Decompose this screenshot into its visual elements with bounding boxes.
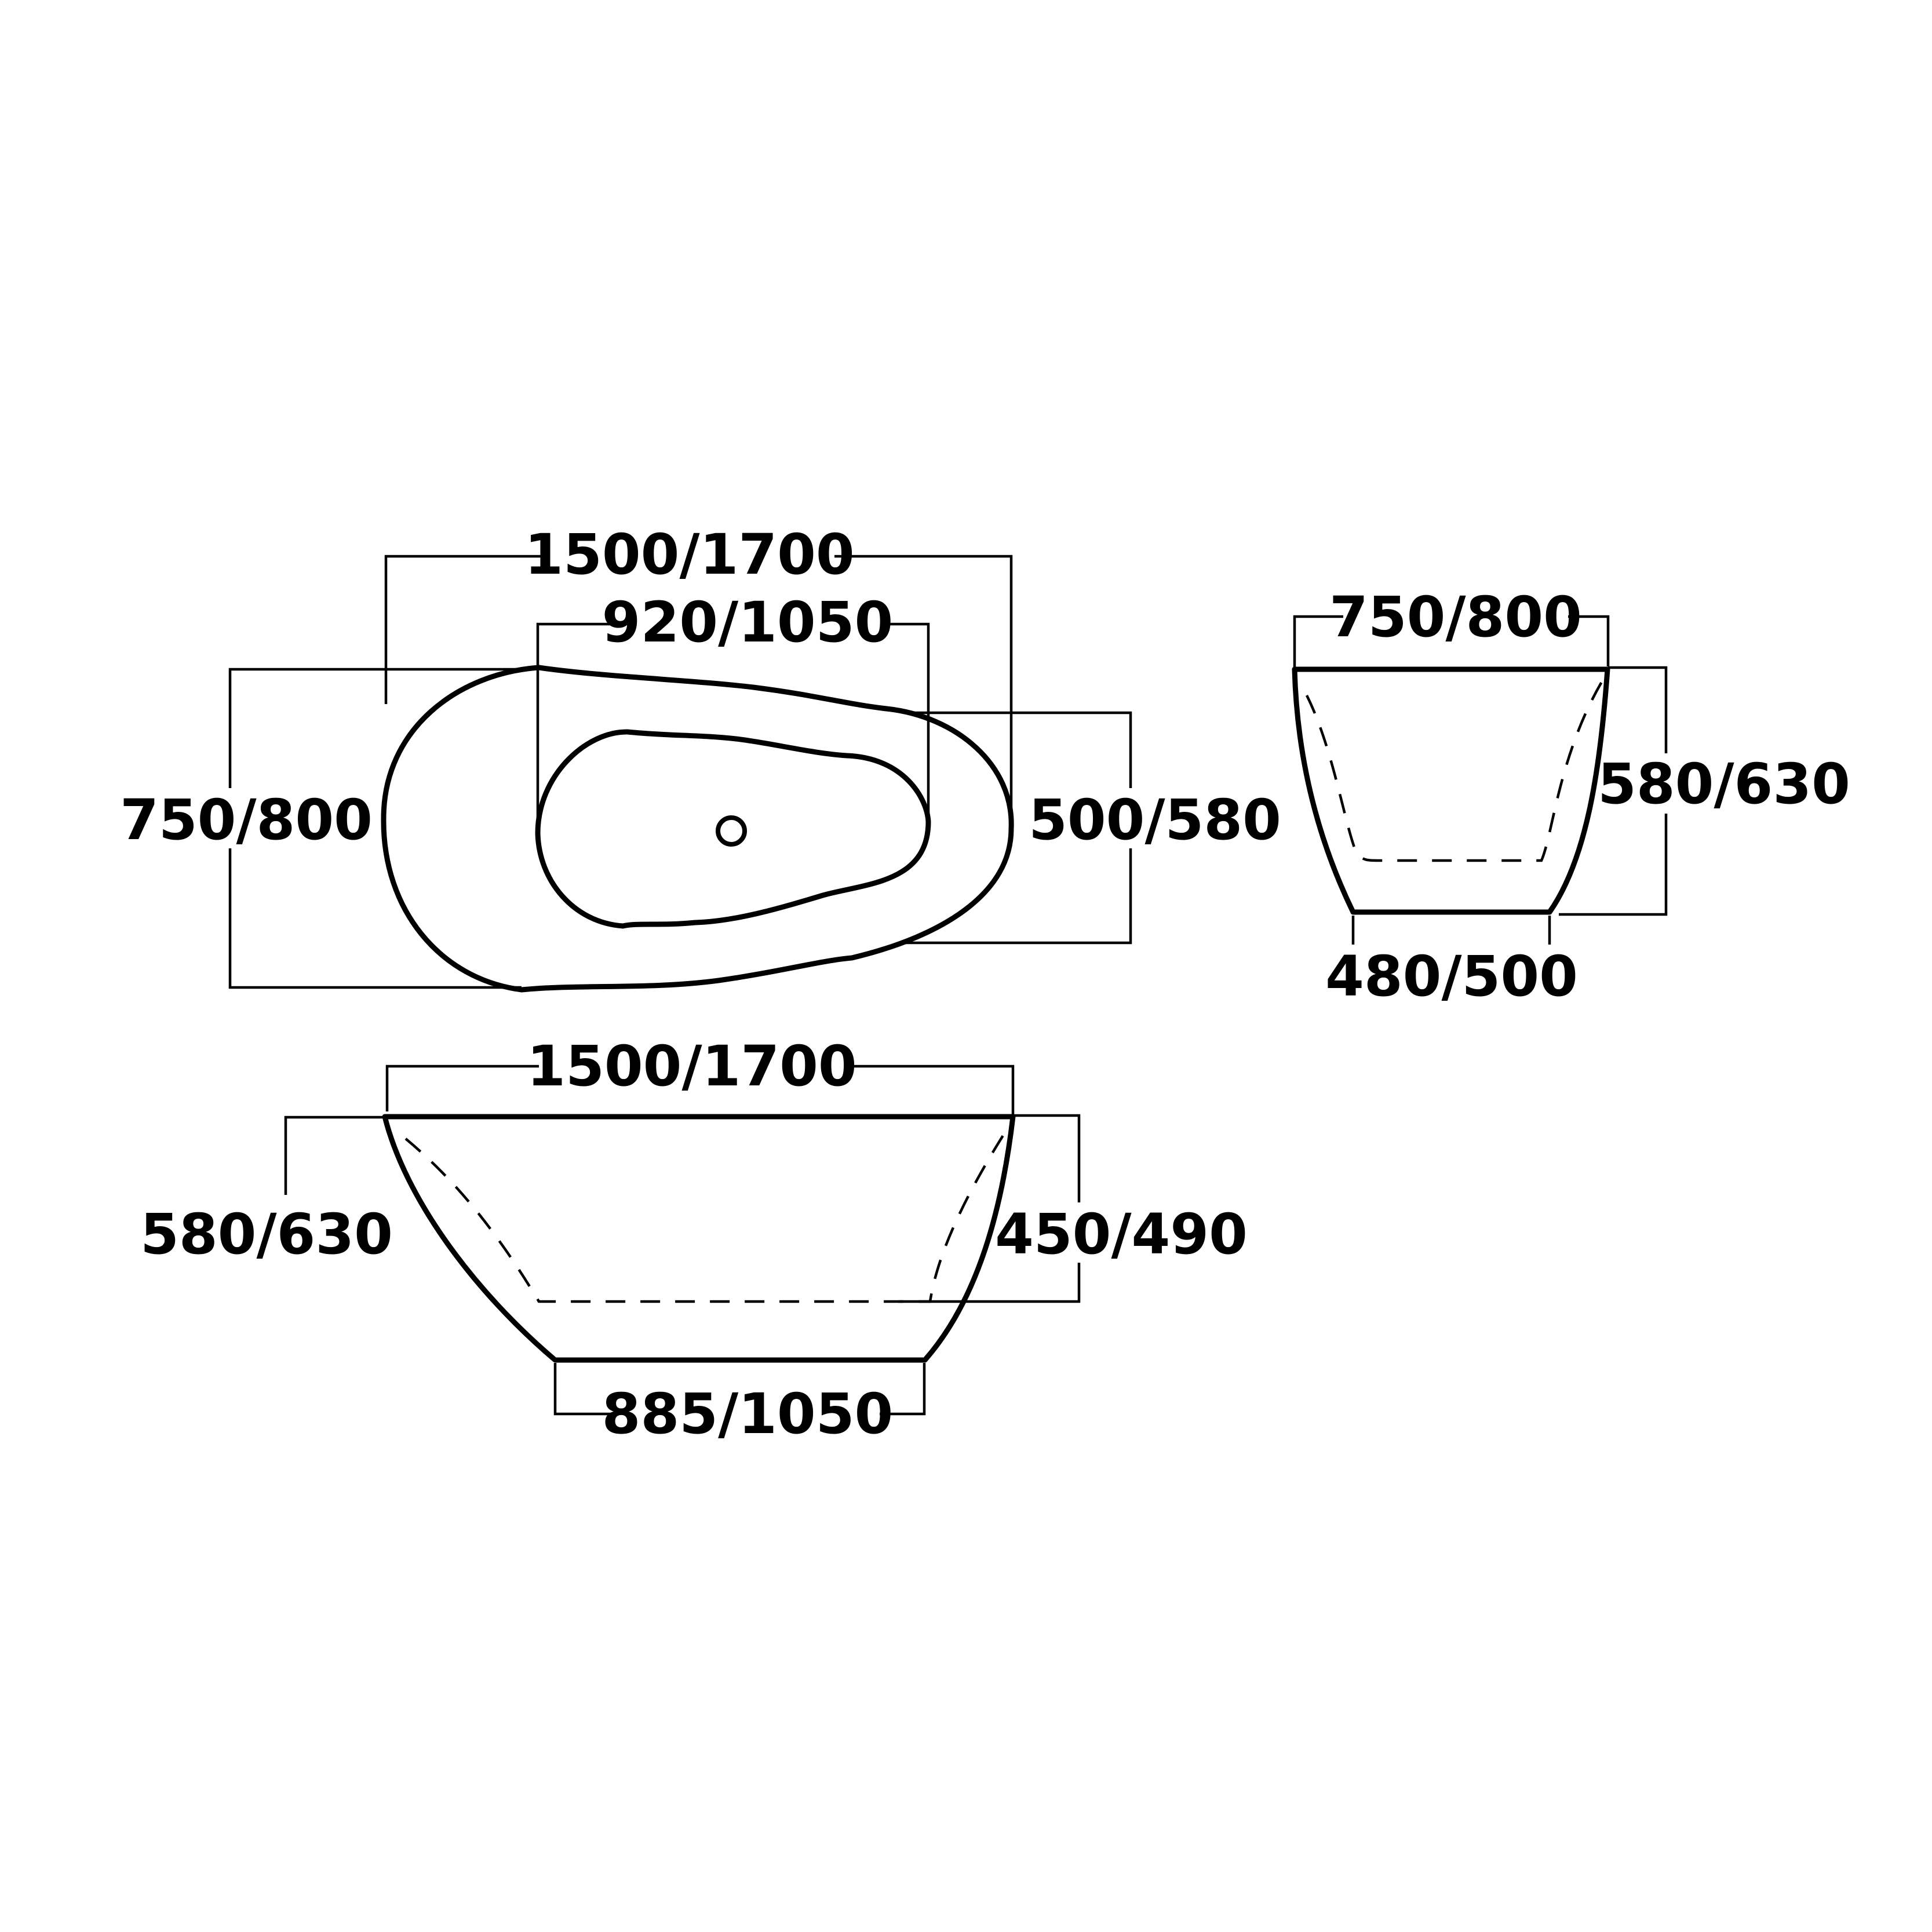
- top-overall-width-label: 750/800: [120, 788, 373, 852]
- side-overall-height-dim-line: [284, 1116, 387, 1195]
- top-overall-length-label: 1500/1700: [524, 522, 854, 587]
- top-inner-width-label: 500/580: [1029, 788, 1281, 852]
- top-inner-length-dim-line-left: [536, 622, 612, 833]
- side-inner-depth-label: 450/490: [995, 1202, 1248, 1267]
- side-view-outline: [382, 1114, 1016, 1363]
- end-top-width-dim-line-left: [1293, 615, 1343, 670]
- side-overall-length-dim-line-left: [385, 1065, 539, 1111]
- side-view: 1500/1700 580/630 450/490 885/1050: [140, 1034, 1248, 1446]
- top-inner-length-label: 920/1050: [602, 590, 894, 655]
- top-inner-length-dim-line-right: [883, 622, 930, 830]
- end-bottom-width-label: 480/500: [1325, 944, 1578, 1009]
- side-bottom-length-label: 885/1050: [602, 1381, 894, 1446]
- end-height-label: 580/630: [1598, 752, 1850, 816]
- side-bottom-length-dim-line-right: [878, 1363, 926, 1416]
- end-view: 750/800 580/630 480/500: [1292, 585, 1850, 1009]
- side-view-inner-dashed: [404, 1126, 1009, 1303]
- side-overall-length-dim-line-right: [845, 1065, 1015, 1116]
- end-view-outline: [1292, 666, 1610, 915]
- side-overall-length-label: 1500/1700: [527, 1034, 856, 1099]
- end-view-inner-dashed: [1305, 677, 1605, 862]
- tub-inner-basin: [535, 729, 931, 929]
- side-bottom-length-dim-line-left: [553, 1363, 620, 1416]
- top-view: 1500/1700 920/1050 750/800 500/580: [120, 522, 1281, 993]
- drain-hole-icon: [716, 815, 747, 847]
- tub-outer-rim: [381, 665, 1014, 993]
- end-top-width-dim-line-right: [1568, 615, 1610, 666]
- end-top-width-label: 750/800: [1329, 585, 1582, 650]
- side-overall-height-label: 580/630: [140, 1202, 393, 1267]
- top-overall-length-dim-line-right: [838, 555, 1013, 822]
